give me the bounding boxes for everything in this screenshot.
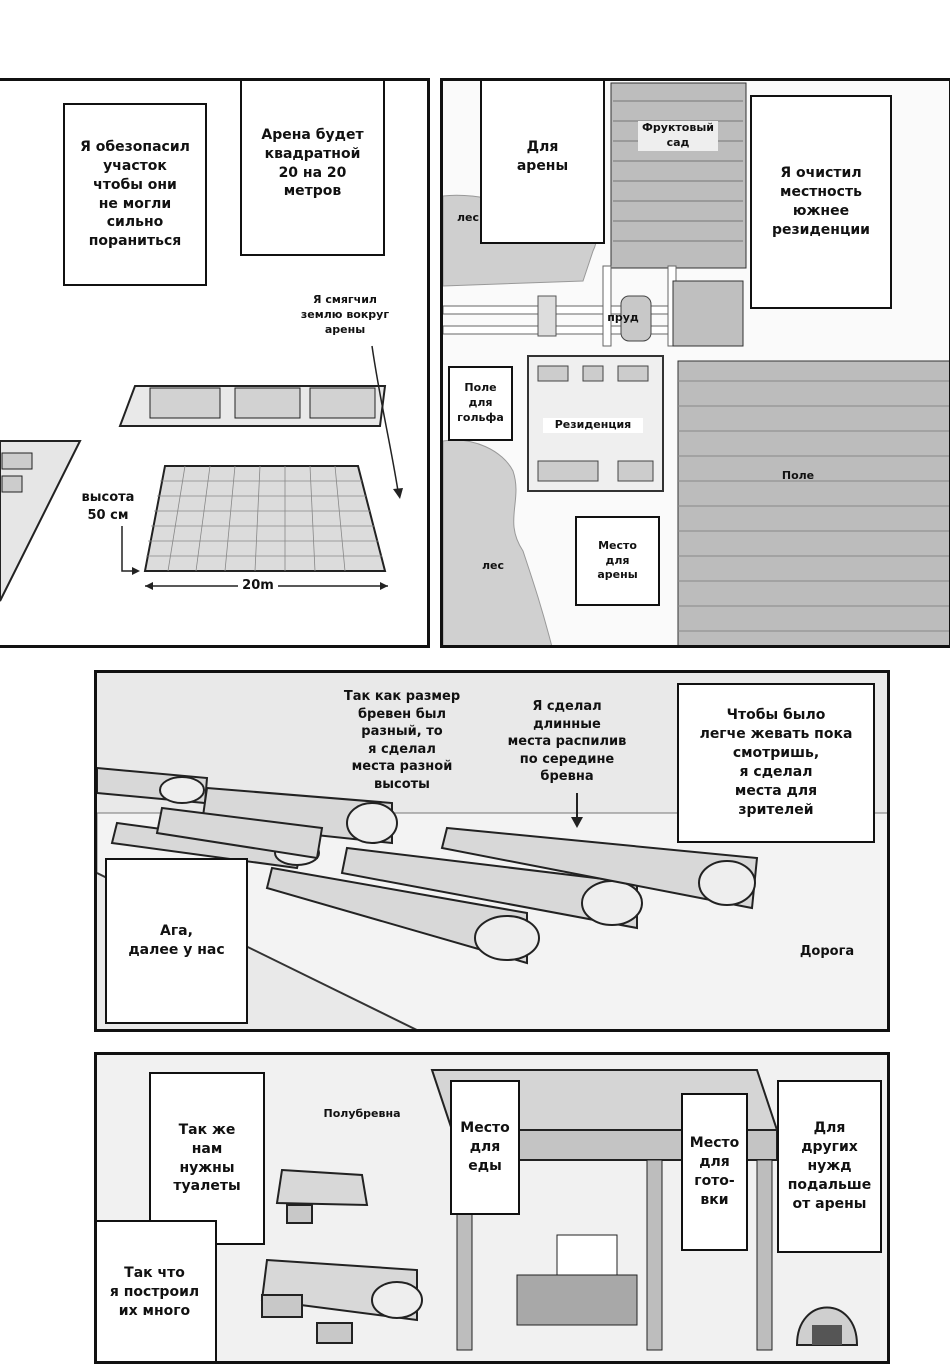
map-label-forest-top: лес <box>456 211 480 224</box>
caption-for-arena: Для арены <box>480 81 605 244</box>
label-width: 20m <box>238 577 278 595</box>
caption-eating-place: Место для еды <box>450 1080 520 1215</box>
map-label-arena-place: Место для арены <box>575 516 660 606</box>
caption-long-seats: Я сделал длинные места распилив по серед… <box>507 699 627 785</box>
caption-built-many: Так что я построил их много <box>97 1220 217 1361</box>
map-label-orchard: Фруктовый сад <box>638 121 718 151</box>
label-height: высота 50 см <box>81 490 135 523</box>
panel-arena-diagram: Я обезопасил участок чтобы они не могли … <box>0 78 430 648</box>
caption-arena-size: Арена будет квадратной 20 на 20 метров <box>240 81 385 256</box>
panel-map: Для арены Я очистил местность южнее рези… <box>440 78 950 648</box>
label-half-logs: Полубревна <box>323 1107 401 1120</box>
map-label-field: Поле <box>781 469 815 482</box>
caption-log-sizes: Так как размер бревен был разный, то я с… <box>343 689 461 792</box>
label-road: Дорога <box>799 944 855 959</box>
caption-softened-ground: Я смягчил землю вокруг арены <box>300 293 390 336</box>
map-label-forest-bottom: лес <box>481 559 505 572</box>
map-label-pond: пруд <box>607 311 639 324</box>
map-label-golf: Поле для гольфа <box>448 366 513 441</box>
caption-cleared-area: Я очистил местность южнее резиденции <box>750 95 892 309</box>
arena-diagram-drawing <box>0 345 403 602</box>
panel-facilities: Так же нам нужны туалеты Полубревна Мест… <box>94 1052 890 1364</box>
caption-cooking-place: Место для гото- вки <box>681 1093 748 1251</box>
seats-drawing <box>97 766 887 1029</box>
caption-toilets: Так же нам нужны туалеты <box>149 1072 265 1245</box>
panel-spectator-seats: Так как размер бревен был разный, то я с… <box>94 670 890 1032</box>
map-label-residence: Резиденция <box>543 418 643 433</box>
caption-secured-area: Я обезопасил участок чтобы они не могли … <box>63 103 207 286</box>
caption-next: Ага, далее у нас <box>105 858 248 1024</box>
caption-spectator-seats: Чтобы было легче жевать пока смотришь, я… <box>677 683 875 843</box>
caption-other-needs: Для других нужд подальше от арены <box>777 1080 882 1253</box>
